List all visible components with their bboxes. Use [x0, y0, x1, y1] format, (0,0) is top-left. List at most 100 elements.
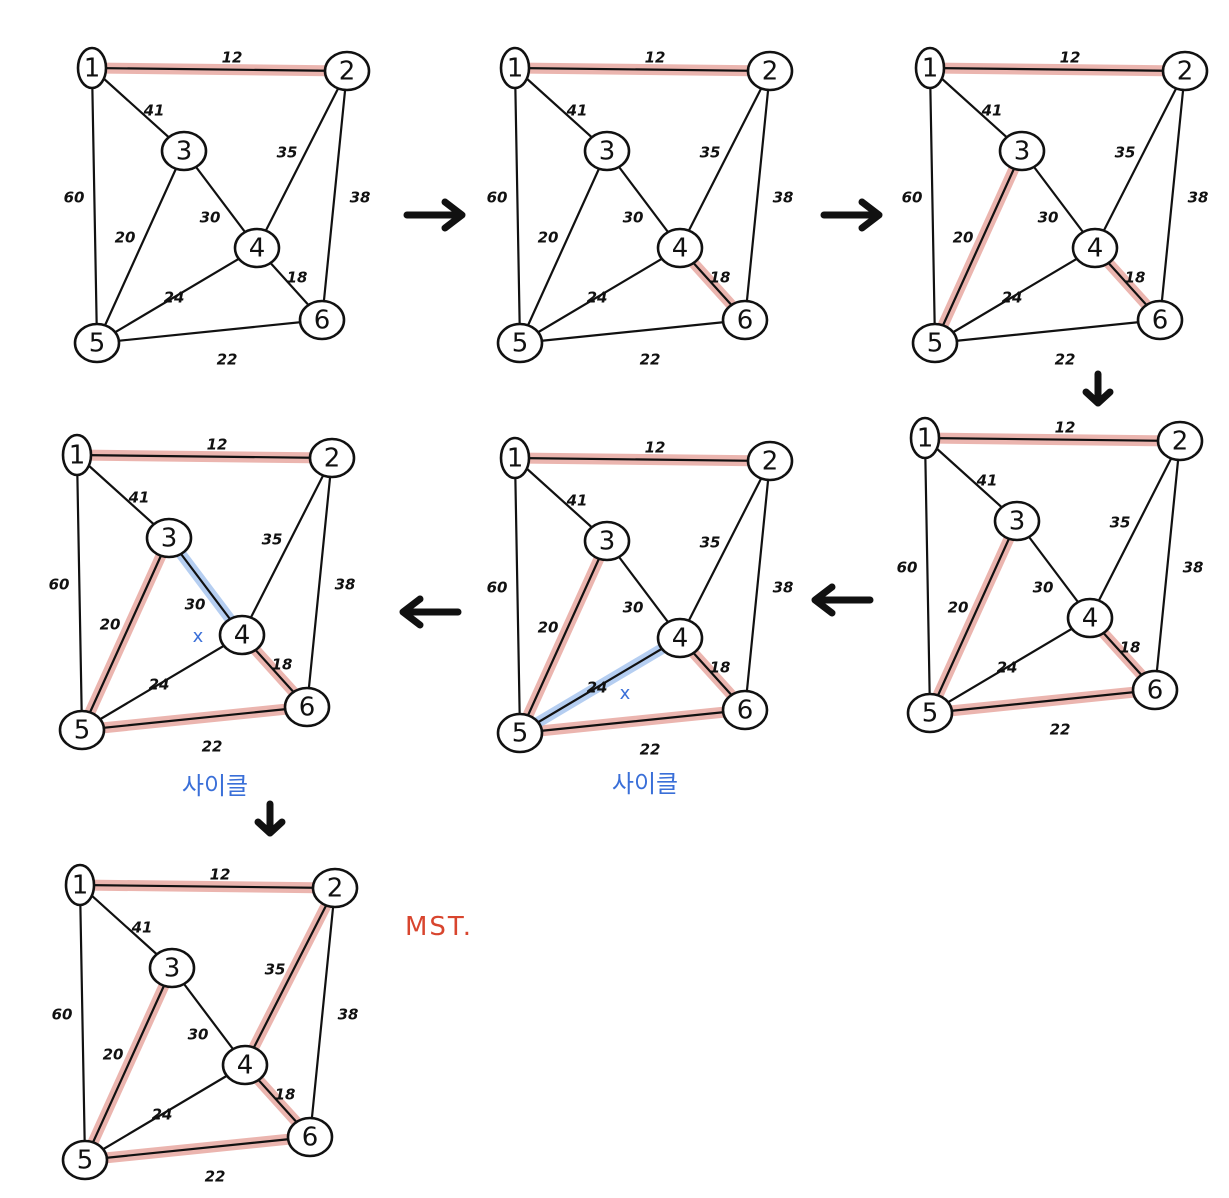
edge-weight-e24: 35 — [700, 144, 721, 162]
edge-2-6 — [743, 459, 772, 712]
arrow-2-path — [820, 198, 883, 232]
edge-3-5 — [518, 539, 609, 735]
node-label-2: 2 — [327, 874, 344, 904]
node-circle-6 — [286, 1116, 334, 1158]
edge-weight-e12: 12 — [645, 49, 666, 67]
edge-2-6 — [743, 69, 772, 322]
edge-2-4 — [243, 886, 337, 1067]
edge-3-5 — [83, 966, 174, 1162]
edge-weight-e56: 22 — [205, 1168, 226, 1186]
edge-weight-e12: 12 — [1055, 419, 1076, 437]
node-circle-3 — [998, 130, 1046, 172]
node-label-5: 5 — [512, 719, 529, 749]
edge-weight-e15: 60 — [487, 189, 508, 207]
node-label-6: 6 — [299, 693, 316, 723]
edge-2-4 — [240, 456, 334, 637]
edge-1-5 — [928, 66, 937, 345]
node-circle-5 — [58, 709, 106, 751]
node-label-1: 1 — [507, 444, 524, 474]
node-circle-5 — [61, 1139, 109, 1181]
edge-5-6 — [928, 688, 1157, 715]
edge-weight-e13: 41 — [143, 102, 165, 120]
node-circle-6 — [283, 686, 331, 728]
node-circle-1 — [64, 863, 96, 907]
edge-weight-e34: 30 — [185, 596, 206, 614]
node-circle-1 — [499, 436, 531, 480]
node-circle-2 — [323, 50, 371, 92]
edge-1-5 — [513, 456, 522, 735]
edge-2-6 — [1158, 69, 1187, 322]
edge-weight-e24: 35 — [1115, 144, 1136, 162]
node-label-3: 3 — [164, 954, 181, 984]
edge-4-5 — [95, 246, 259, 345]
edge-weight-e45: 24 — [164, 289, 185, 307]
node-circle-1 — [76, 46, 108, 90]
node-label-1: 1 — [72, 871, 89, 901]
edge-weight-e45: 24 — [152, 1106, 173, 1124]
edge-3-5 — [80, 536, 171, 732]
edge-weight-e34: 30 — [1038, 209, 1059, 227]
edge-weight-e26: 38 — [1188, 189, 1209, 207]
arrow-4-left-icon — [811, 583, 874, 617]
edge-weight-e46: 18 — [272, 656, 293, 674]
edge-weight-e12: 12 — [207, 436, 228, 454]
edge-weight-e26: 38 — [773, 579, 794, 597]
node-label-2: 2 — [324, 444, 341, 474]
node-label-4: 4 — [1087, 234, 1104, 264]
edge-1-2 — [75, 453, 334, 460]
arrow-4-path — [811, 583, 874, 617]
edge-5-6 — [518, 318, 747, 345]
node-circle-4 — [233, 227, 281, 269]
edge-4-5 — [928, 616, 1092, 715]
edge-weight-e45: 24 — [587, 679, 608, 697]
node-label-1: 1 — [507, 54, 524, 84]
node-circle-1 — [61, 433, 93, 477]
node-circle-5 — [906, 692, 954, 734]
edge-weight-e24: 35 — [265, 961, 286, 979]
edge-weight-e15: 60 — [64, 189, 85, 207]
node-label-1: 1 — [922, 54, 939, 84]
edge-2-4 — [678, 69, 772, 250]
node-circle-6 — [1131, 669, 1179, 711]
edge-weight-e45: 24 — [997, 659, 1018, 677]
node-circle-6 — [1136, 299, 1184, 341]
node-circle-4 — [656, 617, 704, 659]
edge-3-5 — [95, 149, 186, 345]
edge-5-6 — [518, 708, 747, 735]
arrow-6-path — [254, 800, 286, 837]
edge-weight-e12: 12 — [1060, 49, 1081, 67]
node-circle-4 — [221, 1044, 269, 1086]
node-label-4: 4 — [672, 624, 689, 654]
node-label-1: 1 — [69, 441, 86, 471]
edge-3-5 — [518, 149, 609, 345]
node-circle-5 — [911, 322, 959, 364]
node-circle-5 — [73, 322, 121, 364]
node-label-4: 4 — [237, 1051, 254, 1081]
node-circle-3 — [993, 500, 1041, 542]
node-label-1: 1 — [917, 424, 934, 454]
edge-weight-e24: 35 — [700, 534, 721, 552]
arrow-6-down-icon — [254, 800, 286, 837]
node-circle-2 — [1161, 50, 1209, 92]
edge-weight-e26: 38 — [773, 189, 794, 207]
node-label-3: 3 — [161, 524, 178, 554]
arrow-2-right-icon — [820, 198, 883, 232]
edge-4-5 — [518, 246, 682, 345]
node-label-5: 5 — [77, 1146, 94, 1176]
node-label-6: 6 — [302, 1123, 319, 1153]
edge-weight-e46: 18 — [1120, 639, 1141, 657]
node-label-3: 3 — [599, 137, 616, 167]
node-circle-4 — [1066, 597, 1114, 639]
edge-weight-e35: 20 — [953, 229, 974, 247]
edge-2-6 — [320, 69, 349, 322]
arrow-1-path — [403, 198, 466, 232]
edge-weight-e56: 22 — [1055, 351, 1076, 369]
edge-weight-e12: 12 — [645, 439, 666, 457]
edge-weight-e46: 18 — [710, 269, 731, 287]
edge-4-5 — [83, 1063, 247, 1162]
edge-1-2 — [923, 436, 1182, 443]
